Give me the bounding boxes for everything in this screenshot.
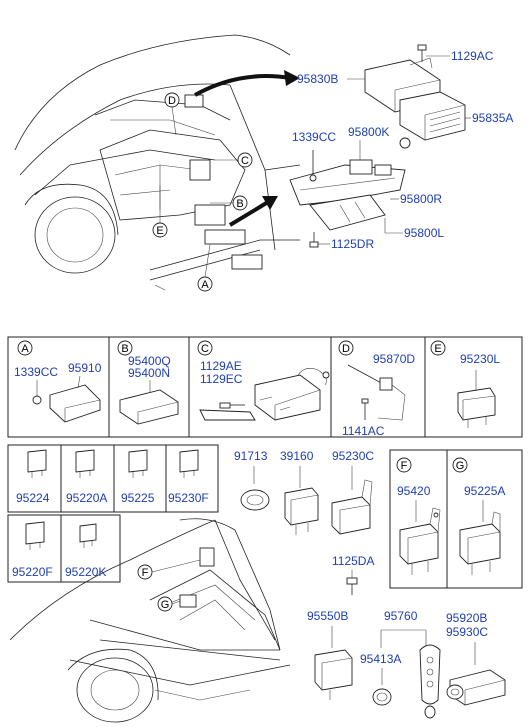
callout-B-top: B [210, 195, 248, 211]
pn-95220F: 95220F [12, 565, 53, 579]
callout-D-top: D [164, 92, 180, 136]
panel-B: B 95400Q 95400N [117, 340, 179, 425]
svg-text:C: C [201, 343, 209, 355]
pn-95224: 95224 [16, 491, 50, 505]
svg-text:A: A [201, 279, 209, 291]
svg-text:G: G [456, 460, 465, 472]
panel-A: A 1339CC 95910 [14, 340, 102, 423]
callout-C-top: C [215, 152, 253, 168]
svg-text:E: E [434, 343, 441, 355]
pn-39160: 39160 [280, 449, 314, 463]
pn-95225A: 95225A [464, 484, 505, 498]
relay-95550B [314, 649, 353, 700]
panel-D: D 95870D 1141AC [338, 340, 415, 438]
panel-F: F 95420 [389, 449, 448, 589]
vehicle-front-illustration [14, 34, 301, 291]
ring-95413A [372, 688, 392, 706]
pn-95835A: 95835A [472, 111, 513, 125]
pn-95220K: 95220K [65, 565, 106, 579]
pn-1141AC: 1141AC [342, 424, 385, 438]
pn-95800L: 95800L [404, 226, 444, 240]
svg-text:C: C [241, 155, 249, 167]
pn-95400Q: 95400Q [128, 354, 171, 368]
pn-1129AE: 1129AE [200, 359, 242, 373]
pn-95413A: 95413A [360, 652, 401, 666]
pn-95830B: 95830B [297, 72, 338, 86]
pn-95920B: 95920B [446, 611, 487, 625]
pn-95220A: 95220A [66, 491, 107, 505]
svg-text:F: F [401, 460, 408, 472]
callout-F-bottom: F [137, 559, 201, 580]
pn-95760: 95760 [384, 609, 418, 623]
panel-C: C 1129AE 1129EC [197, 340, 330, 421]
pn-95230C: 95230C [332, 449, 374, 463]
pn-1339CC-top: 1339CC [292, 130, 336, 144]
pn-95400N: 95400N [128, 366, 170, 380]
pn-95230F: 95230F [168, 491, 209, 505]
relay-39160 [284, 487, 319, 535]
svg-text:B: B [236, 198, 243, 210]
pn-95910: 95910 [68, 361, 102, 375]
antenna-module [446, 669, 506, 706]
pn-95800R: 95800R [400, 192, 442, 206]
vehicle-rear-illustration [9, 518, 291, 723]
callout-E-top: E [152, 185, 168, 238]
pn-95225: 95225 [121, 491, 155, 505]
pn-91713: 91713 [234, 449, 268, 463]
pn-1129EC: 1129EC [200, 372, 243, 386]
pn-1125DA: 1125DA [332, 554, 374, 568]
svg-text:F: F [142, 567, 149, 579]
bracket-assembly-drawing [289, 44, 466, 248]
relay-grid [7, 444, 219, 583]
svg-text:B: B [121, 343, 128, 355]
callout-G-bottom: G [157, 596, 181, 612]
pn-95930C: 95930C [446, 625, 488, 639]
pn-1129AC: 1129AC [451, 49, 494, 63]
panel-row-1 [7, 336, 523, 438]
svg-text:A: A [21, 343, 29, 355]
svg-text:D: D [342, 343, 350, 355]
bolt-1125DA [346, 577, 358, 595]
pn-95550B: 95550B [307, 609, 348, 623]
svg-text:D: D [168, 95, 176, 107]
pn-95420: 95420 [397, 484, 431, 498]
remote-key-fob [419, 644, 441, 719]
relay-95230C [331, 479, 373, 535]
pn-95800K: 95800K [348, 125, 389, 139]
pn-1339CC: 1339CC [14, 365, 58, 379]
relay-icons [25, 449, 199, 550]
svg-text:G: G [161, 599, 170, 611]
pn-95870D: 95870D [373, 352, 415, 366]
pn-95230L: 95230L [460, 352, 500, 366]
pn-1125DR: 1125DR [331, 237, 374, 251]
svg-text:E: E [156, 225, 163, 237]
grommet-91713 [240, 489, 270, 511]
panel-E: E 95230L [430, 340, 500, 428]
panel-G: G 95225A [446, 449, 523, 589]
callout-A-top: A [197, 244, 213, 292]
